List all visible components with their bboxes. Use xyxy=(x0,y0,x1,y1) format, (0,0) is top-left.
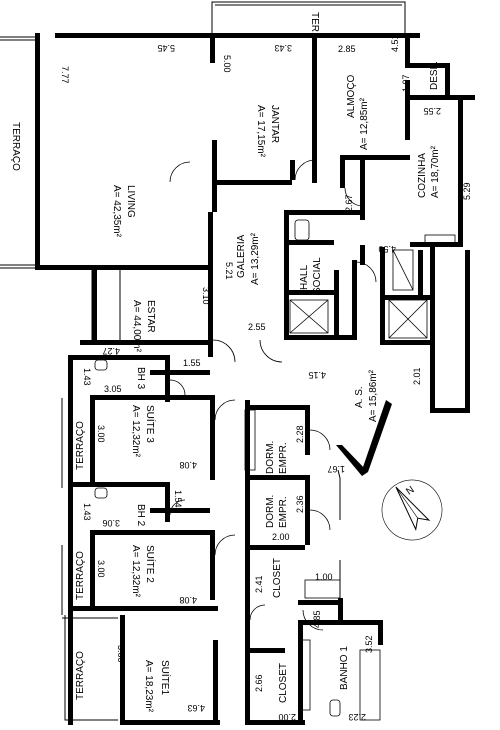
dim-529: 5.29 xyxy=(462,182,472,200)
hall-line2: SOCIAL xyxy=(312,257,323,294)
suite3-name: SUÍTE 3 xyxy=(144,405,157,443)
dim-427: 4.27 xyxy=(102,346,120,356)
dim-343: 3.43 xyxy=(274,43,292,53)
closet2-name: CLOSET xyxy=(278,663,289,703)
dim-201: 2.01 xyxy=(412,367,422,385)
dim-777: 7.77 xyxy=(60,66,70,84)
ter-name: TER. xyxy=(309,12,320,35)
dim-255a: 2.55 xyxy=(423,106,441,116)
dim-285: 2.85 xyxy=(338,44,356,54)
dim-100: 1.00 xyxy=(315,572,333,582)
dim-306: 3.06 xyxy=(102,518,120,528)
suite1-name: SUÍTE1 xyxy=(159,660,172,695)
dim-200b: 2.00 xyxy=(278,712,296,722)
dim-267: 2.67 xyxy=(344,194,354,212)
terraco-s2-name: TERRAÇO xyxy=(75,551,86,600)
almoco-name: ALMOÇO xyxy=(346,74,357,118)
dim-154: 1.54 xyxy=(173,490,183,508)
dim-500: 5.00 xyxy=(222,55,232,73)
dim-408b: 4.08 xyxy=(179,595,197,605)
terraco-main-name: TERRAÇO xyxy=(10,122,21,171)
bh3-name: BH 3 xyxy=(135,367,146,390)
dim-408a: 4.08 xyxy=(179,460,197,470)
dim-143b: 1.43 xyxy=(82,503,92,521)
dim-360: 3.60 xyxy=(116,645,126,663)
fixtures xyxy=(94,219,456,721)
dim-228: 2.28 xyxy=(295,425,305,443)
cozinha-area: A= 18,70m² xyxy=(430,145,441,198)
dorm2-line1: DORM. xyxy=(265,495,276,528)
living-name: LIVING xyxy=(125,185,136,218)
dim-463: 4.63 xyxy=(187,703,205,713)
dorm1-line2: EMPR. xyxy=(278,442,289,474)
living-area: A= 42,35m² xyxy=(111,185,122,238)
almoco-area: A= 12,85m² xyxy=(359,97,370,150)
dim-521: 5.21 xyxy=(224,262,234,280)
room-labels: LIVING A= 42,35m² JANTAR A= 17,15m² ALMO… xyxy=(10,12,441,713)
estar-name: ESTAR xyxy=(145,300,156,333)
banho1-name: BANHO 1 xyxy=(339,646,350,690)
walls xyxy=(35,33,475,725)
hall-line1: HALL xyxy=(299,265,310,290)
terraco-s3-name: TERRAÇO xyxy=(75,421,86,470)
as-area: A= 15,86m² xyxy=(368,369,379,422)
dim-300b: 3.00 xyxy=(96,560,106,578)
dimension-labels: 7.77 5.45 5.00 3.43 2.85 4.51 1.07 2.55 … xyxy=(60,34,472,722)
north-arrow-icon: N xyxy=(381,479,443,541)
dim-236: 2.36 xyxy=(295,495,305,513)
dim-305: 3.05 xyxy=(104,384,122,394)
dim-241: 2.41 xyxy=(254,575,264,593)
suite3-area: A= 12,32m² xyxy=(130,405,141,458)
door-swings xyxy=(169,159,377,631)
dim-255b: 2.55 xyxy=(248,322,266,332)
dim-352: 3.52 xyxy=(364,635,374,653)
dim-200a: 2.00 xyxy=(272,532,290,542)
thin-outlines xyxy=(0,1,406,721)
dim-310: 3.10 xyxy=(201,287,211,305)
dim-266: 2.66 xyxy=(254,674,264,692)
bh2-name: BH 2 xyxy=(135,504,146,527)
dim-450: 4.50 xyxy=(378,244,396,254)
dim-107: 1.07 xyxy=(401,74,411,92)
dim-223: 2.23 xyxy=(348,712,366,722)
cozinha-name: COZINHA xyxy=(417,153,428,198)
jantar-area: A= 17,15m² xyxy=(255,105,266,158)
dim-143a: 1.43 xyxy=(82,368,92,386)
dim-485: 4.85 xyxy=(312,610,322,628)
estar-area: A= 44,00m² xyxy=(131,300,142,353)
galeria-name: GALERIA xyxy=(236,234,247,278)
suite2-area: A= 12,32m² xyxy=(130,545,141,598)
jantar-name: JANTAR xyxy=(269,105,280,143)
dim-545: 5.45 xyxy=(157,43,175,53)
dim-415: 4.15 xyxy=(308,370,326,380)
dim-167: 1.67 xyxy=(327,464,345,474)
dim-155: 1.55 xyxy=(183,358,201,368)
closet1-name: CLOSET xyxy=(272,558,283,598)
terraco-s1-name: TERRAÇO xyxy=(75,651,86,700)
north-label: N xyxy=(404,484,416,497)
suite2-name: SUÍTE 2 xyxy=(144,545,157,583)
galeria-area: A= 13,29m² xyxy=(250,232,261,285)
dorm2-line2: EMPR. xyxy=(278,496,289,528)
suite1-area: A= 18,23m² xyxy=(143,660,154,713)
as-name: A. S. xyxy=(354,386,365,408)
desp-name: DESP. xyxy=(429,61,440,90)
dim-451: 4.51 xyxy=(390,34,400,52)
dorm1-line1: DORM. xyxy=(265,441,276,474)
dim-300a: 3.00 xyxy=(96,425,106,443)
